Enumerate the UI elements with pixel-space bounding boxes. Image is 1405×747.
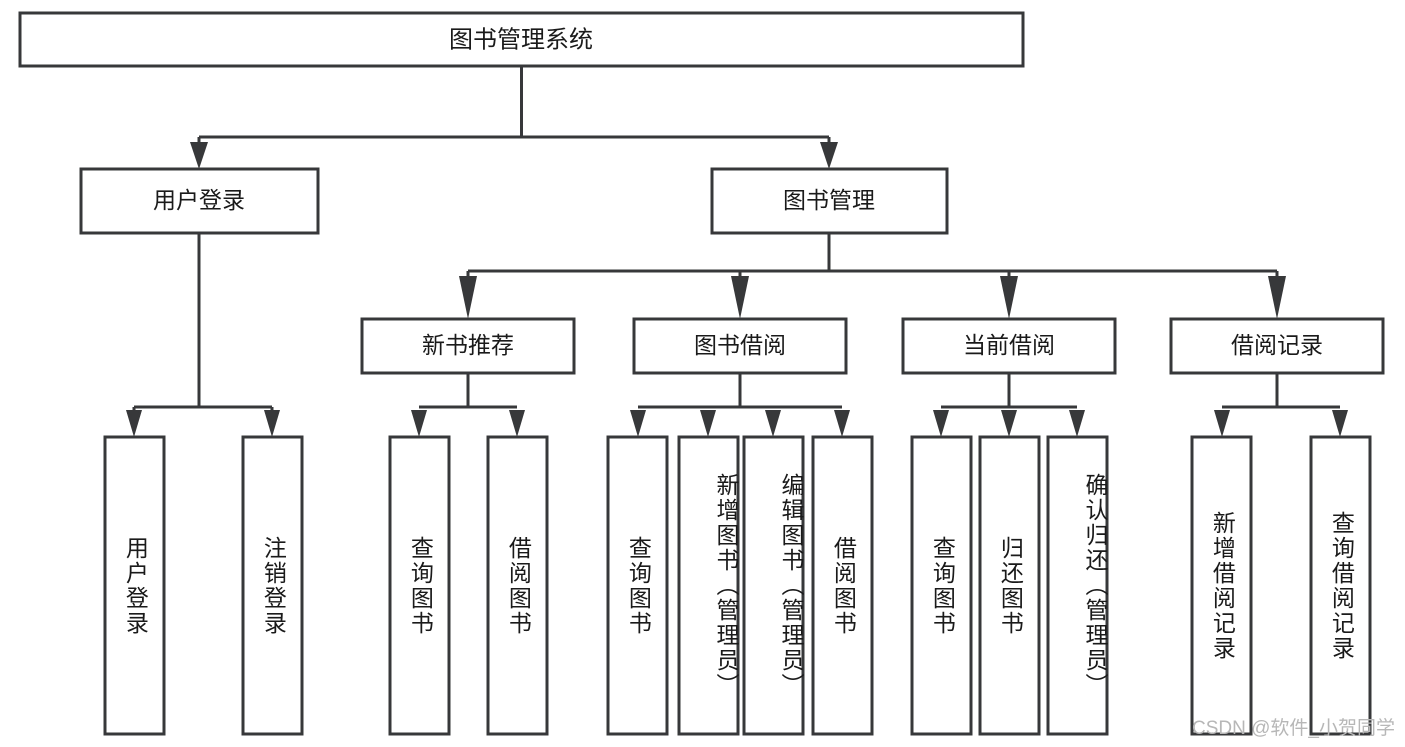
arrow-head-leaf-borrow-3 <box>765 410 781 437</box>
node-book-management-box[interactable] <box>710 167 949 235</box>
node-new-book-recommend[interactable]: 新书推荐 <box>360 317 576 375</box>
leaf-box-current-query[interactable] <box>910 435 973 736</box>
arrow-head-level1-2 <box>820 142 838 169</box>
leaf-box-borrow-query[interactable] <box>606 435 669 736</box>
node-new-book-recommend-box[interactable] <box>360 317 576 375</box>
node-book-borrow-box[interactable] <box>632 317 848 375</box>
arrow-head-level2-4 <box>1268 276 1286 319</box>
connectors <box>126 66 1348 437</box>
leaf-box-current-confirm[interactable] <box>1046 435 1109 736</box>
leaf-box-borrow-edit[interactable] <box>742 435 805 736</box>
arrow-head-leaf-newbook-2 <box>509 410 525 437</box>
arrow-head-leaf-borrow-1 <box>630 410 646 437</box>
arrow-head-level1-1 <box>190 142 208 169</box>
arrow-head-leaf-record-1 <box>1214 410 1230 437</box>
node-user-login-box[interactable] <box>79 167 320 235</box>
arrow-head-leaf-newbook-1 <box>411 410 427 437</box>
arrow-head-leaf-current-1 <box>933 410 949 437</box>
node-borrow-record-box[interactable] <box>1169 317 1385 375</box>
leaf-box-user-logout[interactable] <box>241 435 304 736</box>
arrow-head-leaf-record-2 <box>1332 410 1348 437</box>
csdn-watermark: CSDN @软件_小贺同学 <box>1192 718 1395 739</box>
node-root-label: 图书管理系统 <box>449 26 593 53</box>
node-book-borrow[interactable]: 图书借阅 <box>632 317 848 375</box>
node-new-book-recommend-label: 新书推荐 <box>422 332 514 358</box>
leaf-box-newbook-borrow[interactable] <box>486 435 549 736</box>
leaf-box-borrow-lend[interactable] <box>811 435 874 736</box>
arrow-head-level2-2 <box>731 276 749 319</box>
arrow-head-level2-3 <box>1000 276 1018 319</box>
leaf-box-record-query[interactable] <box>1309 435 1372 736</box>
leaf-box-newbook-query[interactable] <box>388 435 451 736</box>
node-root[interactable]: 图书管理系统 <box>18 11 1025 68</box>
leaf-box-borrow-add[interactable] <box>677 435 740 736</box>
arrow-head-leaf-user-2 <box>264 410 280 437</box>
arrow-head-leaf-current-3 <box>1069 410 1085 437</box>
leaf-box-user-login[interactable] <box>103 435 166 736</box>
arrow-head-leaf-borrow-2 <box>700 410 716 437</box>
node-current-borrow[interactable]: 当前借阅 <box>901 317 1117 375</box>
node-root-box[interactable] <box>18 11 1025 68</box>
arrow-head-level2-1 <box>459 276 477 319</box>
arrow-head-leaf-current-2 <box>1001 410 1017 437</box>
leaf-box-record-add[interactable] <box>1190 435 1253 736</box>
node-book-borrow-label: 图书借阅 <box>694 332 786 358</box>
node-user-login[interactable]: 用户登录 <box>79 167 320 235</box>
node-user-login-label: 用户登录 <box>153 187 245 213</box>
leaf-box-current-return[interactable] <box>978 435 1041 736</box>
leaf-boxes <box>103 435 1372 736</box>
node-borrow-record[interactable]: 借阅记录 <box>1169 317 1385 375</box>
arrow-head-leaf-user-1 <box>126 410 142 437</box>
node-borrow-record-label: 借阅记录 <box>1231 332 1323 358</box>
node-current-borrow-label: 当前借阅 <box>963 332 1055 358</box>
node-book-management[interactable]: 图书管理 <box>710 167 949 235</box>
node-book-management-label: 图书管理 <box>783 187 875 213</box>
arrow-head-leaf-borrow-4 <box>834 410 850 437</box>
node-current-borrow-box[interactable] <box>901 317 1117 375</box>
